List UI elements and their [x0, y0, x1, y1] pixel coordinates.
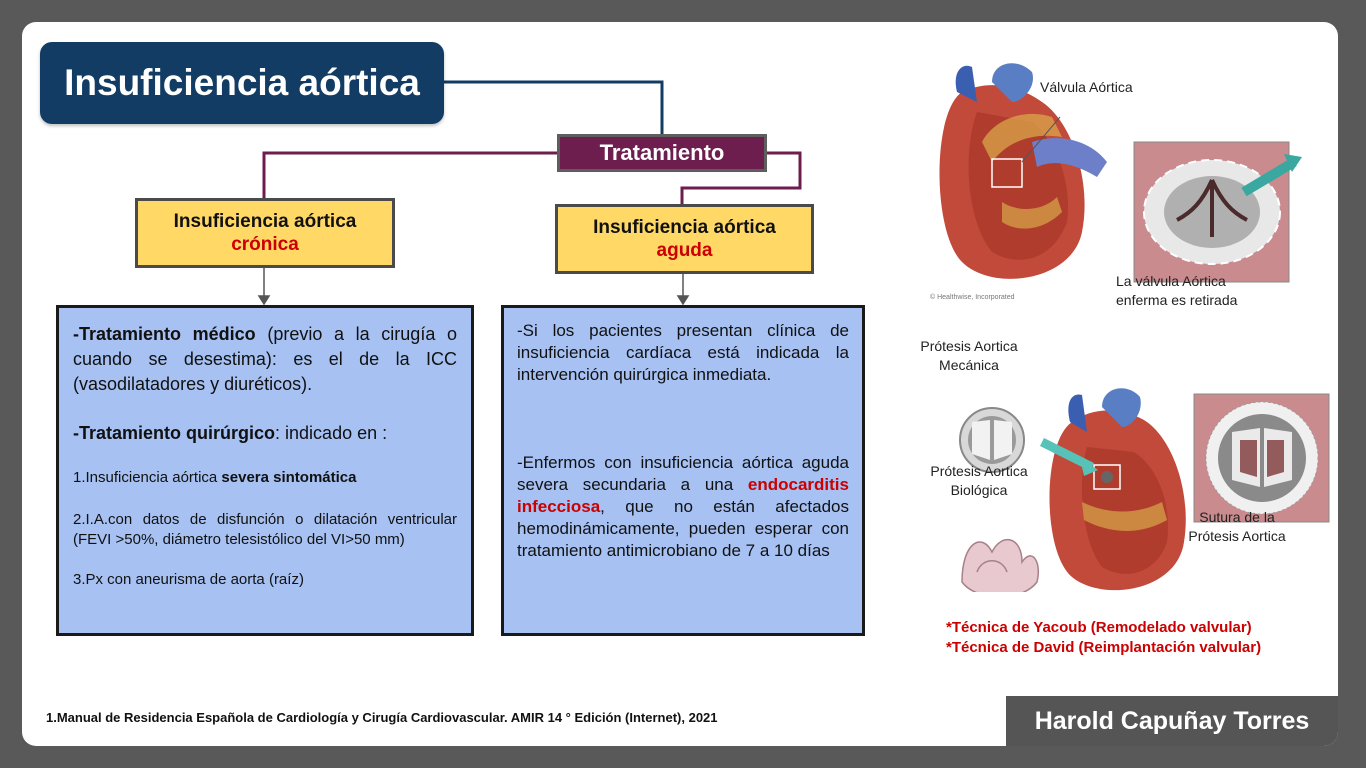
- aguda-heading: Insuficiencia aórtica aguda: [555, 204, 814, 274]
- valvula-label: Válvula Aórtica: [1040, 79, 1133, 95]
- retirada-label: La válvula Aórtica enferma es retirada: [1116, 272, 1237, 310]
- retirada-line1: La válvula Aórtica: [1116, 273, 1226, 289]
- aguda-paragraph-2: -Enfermos con insuficiencia aórtica agud…: [517, 452, 849, 562]
- quirurgico-paragraph: -Tratamiento quirúrgico: indicado en :: [73, 421, 457, 446]
- aguda-content-box: -Si los pacientes presentan clínica de i…: [501, 305, 865, 636]
- image-credit: © Healthwise, Incorporated: [930, 294, 1015, 301]
- title-connector: [444, 80, 664, 134]
- heart-illustration-2: [1039, 388, 1186, 591]
- tecnica-david: *Técnica de David (Reimplantación valvul…: [946, 639, 1262, 656]
- footnote-reference: 1.Manual de Residencia Española de Cardi…: [46, 710, 718, 725]
- medico-label: -Tratamiento médico: [73, 324, 256, 344]
- page-title: Insuficiencia aórtica: [40, 42, 444, 124]
- mecanica-label: Prótesis Aortica Mecánica: [914, 337, 1024, 375]
- retirada-line2: enferma es retirada: [1116, 292, 1238, 308]
- author-banner: Harold Capuñay Torres: [1006, 696, 1338, 746]
- medico-text: (previo a la cirugía o cuando se desesti…: [73, 324, 457, 394]
- cronica-heading-line2: crónica: [231, 234, 299, 255]
- illustration-area: [939, 63, 1330, 592]
- item1-text: 1.Insuficiencia aórtica: [73, 469, 222, 486]
- sutura-line2: Prótesis Aortica: [1188, 528, 1286, 544]
- aguda-paragraph-1: -Si los pacientes presentan clínica de i…: [517, 321, 849, 384]
- mechanical-prosthesis-illustration: [959, 407, 1025, 473]
- medico-paragraph: -Tratamiento médico (previo a la cirugía…: [73, 322, 457, 397]
- sutura-label: Sutura de la Prótesis Aortica: [1182, 508, 1292, 546]
- arrow-cronica-head: [257, 295, 271, 306]
- aguda-p2-a: -Enfermos con insuficiencia aórtica agud…: [517, 453, 849, 494]
- quirurgico-label: -Tratamiento quirúrgico: [73, 423, 276, 443]
- indication-item-2: 2.I.A.con datos de disfunción o dilataci…: [73, 511, 457, 548]
- biologica-line2: Biológica: [950, 482, 1008, 498]
- tecnica-yacoub: *Técnica de Yacoub (Remodelado valvular): [946, 619, 1252, 636]
- cronica-connector: [262, 151, 557, 199]
- slide: Insuficiencia aórtica Tratamiento Insufi…: [22, 22, 1338, 746]
- aguda-p2-red: endocarditis infecciosa: [517, 475, 849, 516]
- indication-item-1: 1.Insuficiencia aórtica severa sintomáti…: [73, 468, 457, 488]
- mecanica-line1: Prótesis Aortica: [920, 338, 1018, 354]
- aguda-connector: [680, 151, 802, 204]
- heart-illustration-1: [939, 63, 1107, 279]
- cronica-content-box: -Tratamiento médico (previo a la cirugía…: [56, 305, 474, 636]
- sutura-line1: Sutura de la: [1199, 509, 1275, 525]
- aguda-heading-line2: aguda: [656, 240, 713, 261]
- cronica-heading: Insuficiencia aórtica crónica: [135, 198, 395, 268]
- valve-removal-illustration: [1133, 141, 1302, 283]
- arrow-aguda-head: [676, 295, 690, 306]
- biologica-label: Prótesis Aortica Biológica: [924, 462, 1034, 500]
- mecanica-line2: Mecánica: [939, 357, 999, 373]
- cronica-heading-line1: Insuficiencia aórtica: [173, 211, 357, 232]
- suture-illustration: [1193, 393, 1330, 523]
- aguda-p2-b: , que no están afectados hemodinámicamen…: [517, 497, 849, 560]
- tratamiento-box: Tratamiento: [557, 134, 767, 172]
- biologica-line1: Prótesis Aortica: [930, 463, 1028, 479]
- indication-item-3: 3.Px con aneurisma de aorta (raíz): [73, 571, 304, 588]
- item1-bold: severa sintomática: [221, 469, 357, 486]
- quirurgico-text: : indicado en :: [275, 423, 388, 443]
- connector-lines: [257, 80, 802, 306]
- tecnicas-list: *Técnica de Yacoub (Remodelado valvular)…: [946, 618, 1261, 658]
- aguda-heading-line1: Insuficiencia aórtica: [593, 217, 776, 238]
- biological-prosthesis-illustration: [961, 538, 1039, 592]
